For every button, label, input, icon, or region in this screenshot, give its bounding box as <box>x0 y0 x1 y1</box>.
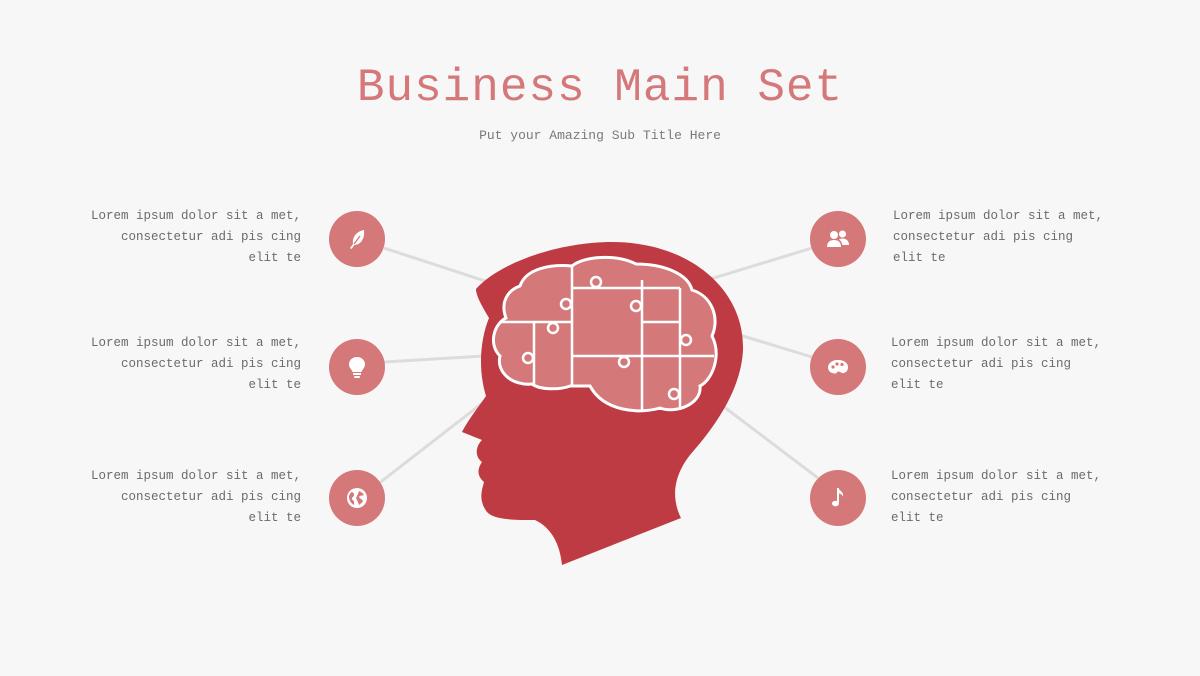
music-note-icon <box>832 488 844 507</box>
page-subtitle: Put your Amazing Sub Title Here <box>479 128 721 143</box>
right-item-3-circle[interactable] <box>810 470 866 526</box>
page-title: Business Main Set <box>356 62 844 114</box>
right-item-2-circle[interactable] <box>810 339 866 395</box>
right-item-3-text: Lorem ipsum dolor sit a met, consectetur… <box>891 469 1102 525</box>
brain-shape <box>491 255 718 413</box>
feather-icon <box>350 230 365 249</box>
users-icon <box>827 230 849 247</box>
brain-puzzle <box>491 255 718 413</box>
right-item-1-text: Lorem ipsum dolor sit a met, consectetur… <box>893 209 1104 265</box>
left-item-2-circle[interactable] <box>329 339 385 395</box>
left-item-3-text: Lorem ipsum dolor sit a met, consectetur… <box>90 469 301 525</box>
left-item-2-text: Lorem ipsum dolor sit a met, consectetur… <box>90 336 301 392</box>
globe-icon <box>347 488 367 508</box>
puzzle-knobs <box>521 275 693 401</box>
right-item-2-text: Lorem ipsum dolor sit a met, consectetur… <box>891 336 1102 392</box>
palette-icon <box>828 360 848 374</box>
right-item-1-circle[interactable] <box>810 211 866 267</box>
left-item-1-text: Lorem ipsum dolor sit a met, consectetur… <box>90 209 301 265</box>
left-item-1-circle[interactable] <box>329 211 385 267</box>
left-item-3-circle[interactable] <box>329 470 385 526</box>
lightbulb-icon <box>349 357 365 378</box>
puzzle-grid <box>500 266 714 410</box>
